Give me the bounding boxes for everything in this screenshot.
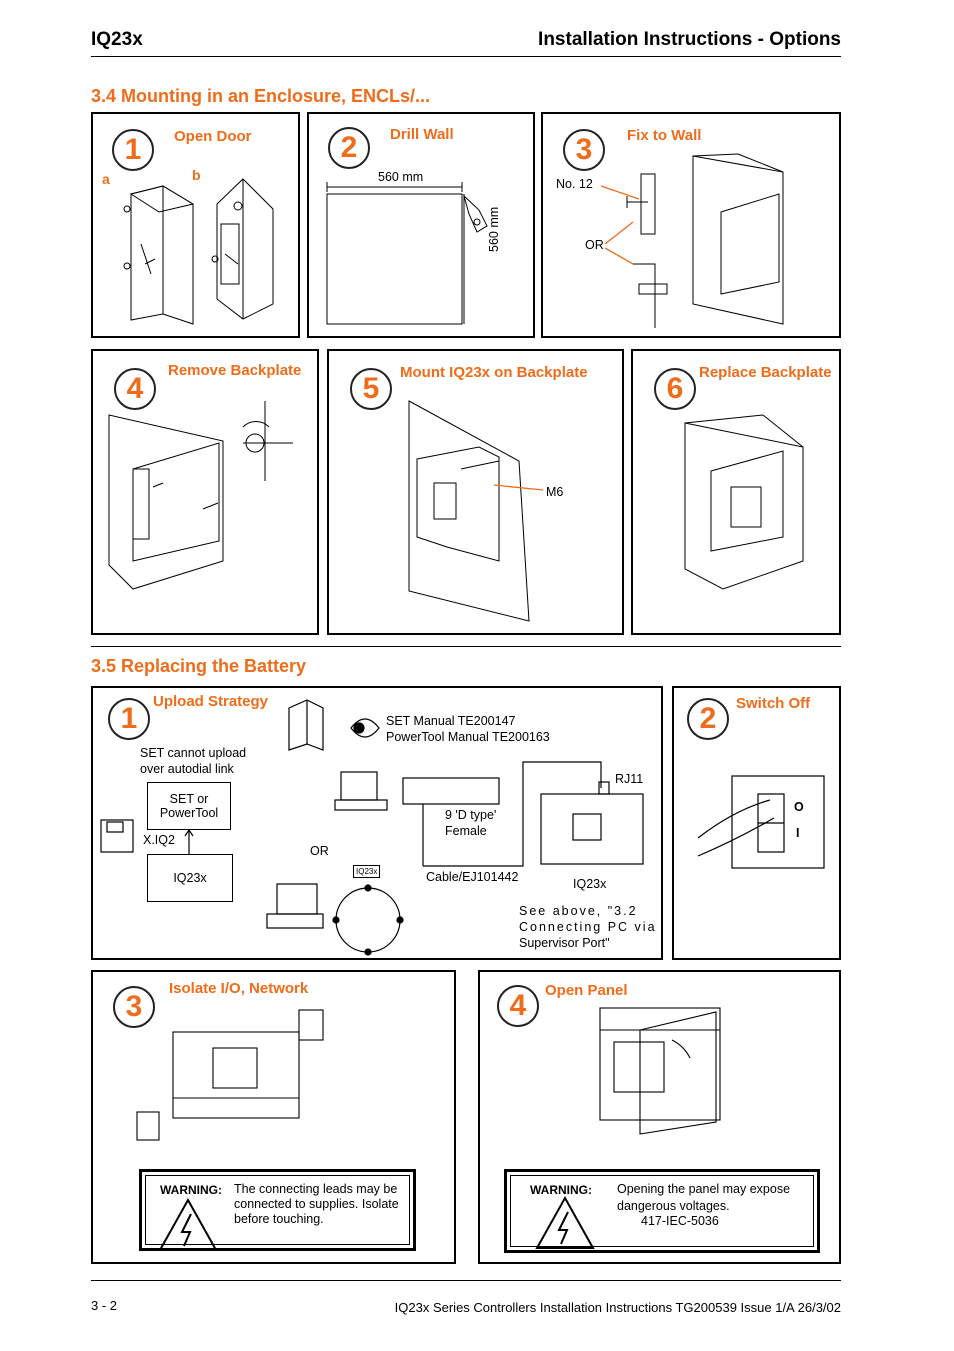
warning-box: WARNING: Opening the panel may expose da… (504, 1169, 820, 1253)
see-line-3: Supervisor Port" (519, 936, 610, 950)
warning-text-3: before touching. (234, 1212, 324, 1226)
step-number: 2 (687, 698, 729, 740)
switch-on-label: O (794, 800, 804, 814)
warning-triangle-icon (158, 1197, 218, 1251)
replace-backplate-illustration (684, 414, 804, 590)
step-number: 3 (113, 986, 155, 1028)
step-title: Open Panel (545, 982, 628, 999)
step-title: Replace Backplate (699, 364, 832, 381)
iq23x-box: IQ23x (147, 854, 233, 902)
label-rj11: RJ11 (615, 772, 644, 786)
step-title: Drill Wall (390, 126, 454, 143)
mount-step-5-panel: 5 Mount IQ23x on Backplate M6 (327, 349, 624, 635)
set-powertool-box: SET or PowerTool (147, 782, 231, 830)
footer-rule (91, 1280, 841, 1281)
warning-box: WARNING: The connecting leads may be con… (139, 1169, 416, 1251)
label-or: OR (310, 844, 329, 858)
step-number: 2 (328, 127, 370, 169)
ring-tag: IQ23x (353, 865, 381, 878)
step-title: Upload Strategy (153, 693, 269, 710)
open-panel-illustration (599, 1007, 721, 1135)
step-title: Switch Off (736, 695, 811, 712)
footer-page-number: 3 - 2 (91, 1298, 118, 1313)
fix-to-wall-illustration (600, 153, 784, 328)
warning-text-1: The connecting leads may be (234, 1182, 398, 1196)
dimension-width: 560 mm (378, 170, 424, 184)
step-title: Fix to Wall (627, 127, 702, 144)
label-b: b (192, 167, 201, 183)
label-or: OR (585, 238, 604, 252)
remove-backplate-illustration (108, 401, 293, 590)
drill-wall-illustration (326, 182, 488, 325)
step-title: Mount IQ23x on Backplate (400, 364, 588, 381)
manual-set: SET Manual TE200147 (386, 714, 516, 728)
warning-text-3: 417-IEC-5036 (641, 1214, 719, 1228)
mount-step-1-panel: 1 Open Door a b (91, 112, 300, 338)
mount-step-2-panel: 2 Drill Wall 560 mm 560 mm (307, 112, 535, 338)
dtype-line-2: Female (445, 824, 487, 838)
mount-step-3-panel: 3 Fix to Wall No. 12 OR (541, 112, 841, 338)
step-title: Open Door (174, 128, 252, 145)
warning-label: WARNING: (160, 1183, 222, 1197)
warning-label: WARNING: (530, 1183, 592, 1197)
step-title: Isolate I/O, Network (169, 980, 309, 997)
battery-step-4-panel: 4 Open Panel WARNING: Opening the panel … (478, 970, 841, 1264)
battery-step-3-panel: 3 Isolate I/O, Network WARNING: The conn… (91, 970, 456, 1264)
enclosure-door-illustration (123, 178, 274, 325)
step-number: 5 (350, 368, 392, 410)
note-line-2: over autodial link (140, 762, 234, 776)
section-heading-mounting: 3.4 Mounting in an Enclosure, ENCLs/... (91, 86, 431, 106)
manual-powertool: PowerTool Manual TE200163 (386, 730, 550, 744)
upload-strategy-diagram (100, 699, 644, 956)
see-line-2: Connecting PC via (519, 920, 657, 934)
label-a: a (102, 171, 110, 187)
battery-step-2-panel: 2 Switch Off O I (672, 686, 841, 960)
step-title: Remove Backplate (168, 362, 302, 379)
mount-step-4-panel: 4 Remove Backplate (91, 349, 319, 635)
battery-step-1-panel: 1 Upload Strategy SET Manual TE200147 Po… (91, 686, 663, 960)
set-line-1: SET or (169, 792, 209, 806)
warning-triangle-icon (535, 1195, 595, 1249)
see-line-1: See above, "3.2 (519, 904, 638, 918)
label-xiq2: X.IQ2 (143, 833, 175, 847)
step-number: 3 (563, 129, 605, 171)
step-number: 4 (497, 985, 539, 1027)
isolate-io-illustration (136, 1009, 324, 1141)
label-bolt: M6 (546, 485, 564, 499)
warning-text-2: connected to supplies. Isolate (234, 1197, 399, 1211)
label-screw: No. 12 (556, 177, 593, 191)
label-cable: Cable/EJ101442 (426, 870, 519, 884)
section-rule (91, 646, 841, 647)
mount-step-6-panel: 6 Replace Backplate (631, 349, 841, 635)
warning-text-2: dangerous voltages. (617, 1199, 730, 1213)
step-number: 1 (108, 698, 150, 740)
set-line-2: PowerTool (159, 806, 219, 820)
label-iq23x: IQ23x (573, 877, 607, 891)
header-title: Installation Instructions - Options (538, 29, 841, 50)
dtype-line-1: 9 'D type' (445, 808, 497, 822)
header-product: IQ23x (91, 29, 143, 50)
step-number: 6 (654, 368, 696, 410)
mount-on-backplate-illustration (408, 400, 544, 622)
footer-document: IQ23x Series Controllers Installation In… (394, 1300, 841, 1315)
section-heading-battery: 3.5 Replacing the Battery (91, 656, 307, 676)
step-number: 1 (112, 129, 154, 171)
note-line-1: SET cannot upload (140, 746, 247, 760)
header-rule (91, 56, 841, 57)
switch-off-label: I (796, 826, 800, 840)
switch-off-illustration (697, 775, 825, 869)
step-number: 4 (114, 368, 156, 410)
warning-text-1: Opening the panel may expose (617, 1182, 791, 1196)
